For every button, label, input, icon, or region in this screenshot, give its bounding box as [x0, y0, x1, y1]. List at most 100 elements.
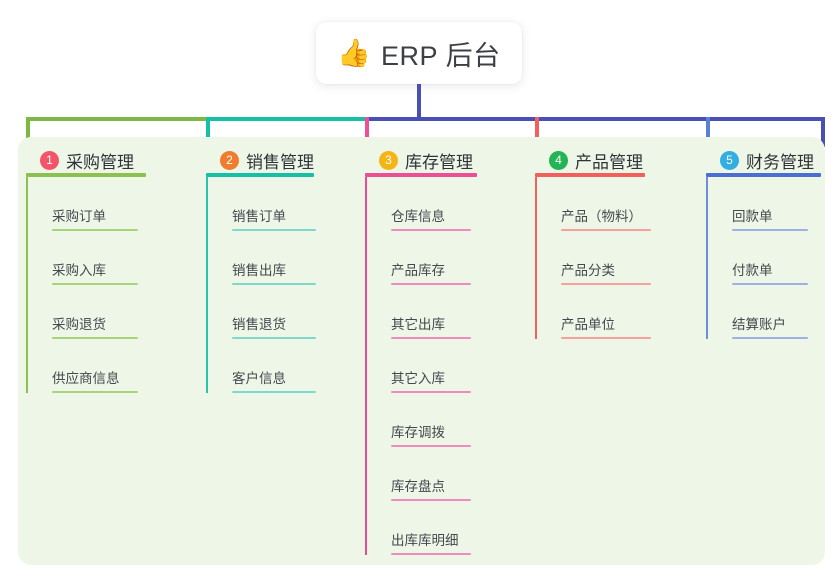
branch-stub-4 [535, 117, 539, 147]
branch-stub-2 [206, 117, 210, 147]
branch-header-rule [365, 173, 477, 177]
leaf-node[interactable]: 供应商信息 [26, 339, 206, 393]
leaf-node-rule [391, 283, 471, 285]
branch-number-badge: 1 [40, 150, 59, 170]
branch-title: 财务管理 [746, 152, 814, 172]
leaf-node-label: 仓库信息 [391, 209, 445, 225]
leaf-node-rule [52, 229, 138, 231]
leaf-node-label: 出库库明细 [391, 533, 459, 549]
branch-title: 销售管理 [246, 152, 314, 172]
branch-spine [535, 177, 537, 339]
branch-header-采购管理[interactable]: 1 采购管理 [26, 147, 206, 173]
leaf-node-label: 采购退货 [52, 317, 106, 333]
branch-header-rule [26, 173, 146, 177]
bus-segment-green [26, 117, 208, 121]
leaf-node-rule [561, 337, 651, 339]
branch-column-产品管理: 4 产品管理产品（物料） 产品分类产品单位 [535, 147, 706, 339]
branch-title: 库存管理 [405, 152, 473, 172]
leaf-node[interactable]: 产品单位 [535, 285, 706, 339]
branch-items: 采购订单采购入库采购退货供应商信息 [26, 177, 206, 393]
branch-items: 仓库信息产品库存其它出库其它入库库存调拨库存盘点出库库明细 [365, 177, 535, 555]
branch-title: 采购管理 [66, 152, 134, 172]
leaf-node-rule [232, 391, 316, 393]
bus-segment-teal [206, 117, 367, 121]
leaf-node-label: 销售退货 [232, 317, 286, 333]
leaf-node[interactable]: 采购退货 [26, 285, 206, 339]
branch-items: 产品（物料） 产品分类产品单位 [535, 177, 706, 339]
leaf-node-label: 库存调拨 [391, 425, 445, 441]
branch-stub-3 [365, 117, 369, 147]
leaf-node-label: 采购订单 [52, 209, 106, 225]
leaf-node[interactable]: 其它出库 [365, 285, 535, 339]
leaf-node-rule [391, 229, 471, 231]
leaf-node[interactable]: 采购订单 [26, 177, 206, 231]
leaf-node-label: 产品单位 [561, 317, 615, 333]
leaf-node[interactable]: 回款单 [706, 177, 825, 231]
leaf-node[interactable]: 产品（物料） [535, 177, 706, 231]
leaf-node-rule [391, 337, 471, 339]
branch-column-采购管理: 1 采购管理采购订单采购入库采购退货供应商信息 [26, 147, 206, 393]
leaf-node-label: 付款单 [732, 263, 773, 279]
leaf-node-rule [232, 229, 316, 231]
leaf-node[interactable]: 付款单 [706, 231, 825, 285]
branch-stub-5 [706, 117, 710, 147]
leaf-node[interactable]: 库存盘点 [365, 447, 535, 501]
branch-spine [365, 177, 367, 555]
leaf-node-label: 销售订单 [232, 209, 286, 225]
leaf-node-label: 其它入库 [391, 371, 445, 387]
leaf-node-rule [732, 229, 808, 231]
leaf-node[interactable]: 结算账户 [706, 285, 825, 339]
leaf-node-label: 库存盘点 [391, 479, 445, 495]
branch-stub-1 [26, 117, 30, 147]
branch-header-库存管理[interactable]: 3 库存管理 [365, 147, 535, 173]
branch-header-销售管理[interactable]: 2 销售管理 [206, 147, 366, 173]
leaf-node-rule [391, 391, 471, 393]
leaf-node-label: 产品分类 [561, 263, 615, 279]
leaf-node[interactable]: 销售出库 [206, 231, 366, 285]
branch-column-库存管理: 3 库存管理仓库信息产品库存其它出库其它入库库存调拨库存盘点出库库明细 [365, 147, 535, 555]
branch-number-badge: 5 [720, 150, 739, 170]
trunk-connector [417, 84, 421, 119]
branch-header-rule [206, 173, 314, 177]
leaf-node-rule [52, 337, 138, 339]
bus-segment-blue-right [706, 117, 825, 121]
branch-items: 回款单付款单结算账户 [706, 177, 825, 339]
leaf-node[interactable]: 产品库存 [365, 231, 535, 285]
leaf-node-label: 采购入库 [52, 263, 106, 279]
root-node-card[interactable]: 👍 ERP 后台 [316, 22, 522, 84]
leaf-node-rule [561, 229, 651, 231]
leaf-node-label: 回款单 [732, 209, 773, 225]
branch-spine [206, 177, 208, 393]
branch-title: 产品管理 [575, 152, 643, 172]
leaf-node-label: 产品（物料） [561, 209, 642, 225]
leaf-node-label: 结算账户 [732, 317, 786, 333]
leaf-node-label: 销售出库 [232, 263, 286, 279]
branch-header-财务管理[interactable]: 5 财务管理 [706, 147, 825, 173]
branch-header-产品管理[interactable]: 4 产品管理 [535, 147, 706, 173]
leaf-node[interactable]: 销售订单 [206, 177, 366, 231]
branch-items: 销售订单销售出库销售退货客户信息 [206, 177, 366, 393]
leaf-node-rule [52, 391, 138, 393]
leaf-node[interactable]: 其它入库 [365, 339, 535, 393]
leaf-node[interactable]: 出库库明细 [365, 501, 535, 555]
branch-number-badge: 3 [379, 150, 398, 170]
leaf-node[interactable]: 采购入库 [26, 231, 206, 285]
leaf-node[interactable]: 库存调拨 [365, 393, 535, 447]
leaf-node-label: 客户信息 [232, 371, 286, 387]
leaf-node[interactable]: 仓库信息 [365, 177, 535, 231]
leaf-node[interactable]: 产品分类 [535, 231, 706, 285]
leaf-node-rule [232, 283, 316, 285]
leaf-node-rule [391, 445, 471, 447]
leaf-node-rule [391, 499, 471, 501]
leaf-node-label: 供应商信息 [52, 371, 120, 387]
branch-number-badge: 4 [549, 150, 568, 170]
leaf-node[interactable]: 销售退货 [206, 285, 366, 339]
leaf-node-label: 产品库存 [391, 263, 445, 279]
leaf-node-rule [732, 283, 808, 285]
branch-number-badge: 2 [220, 150, 239, 170]
leaf-node-rule [732, 337, 808, 339]
leaf-node[interactable]: 客户信息 [206, 339, 366, 393]
branch-column-财务管理: 5 财务管理回款单付款单结算账户 [706, 147, 825, 339]
